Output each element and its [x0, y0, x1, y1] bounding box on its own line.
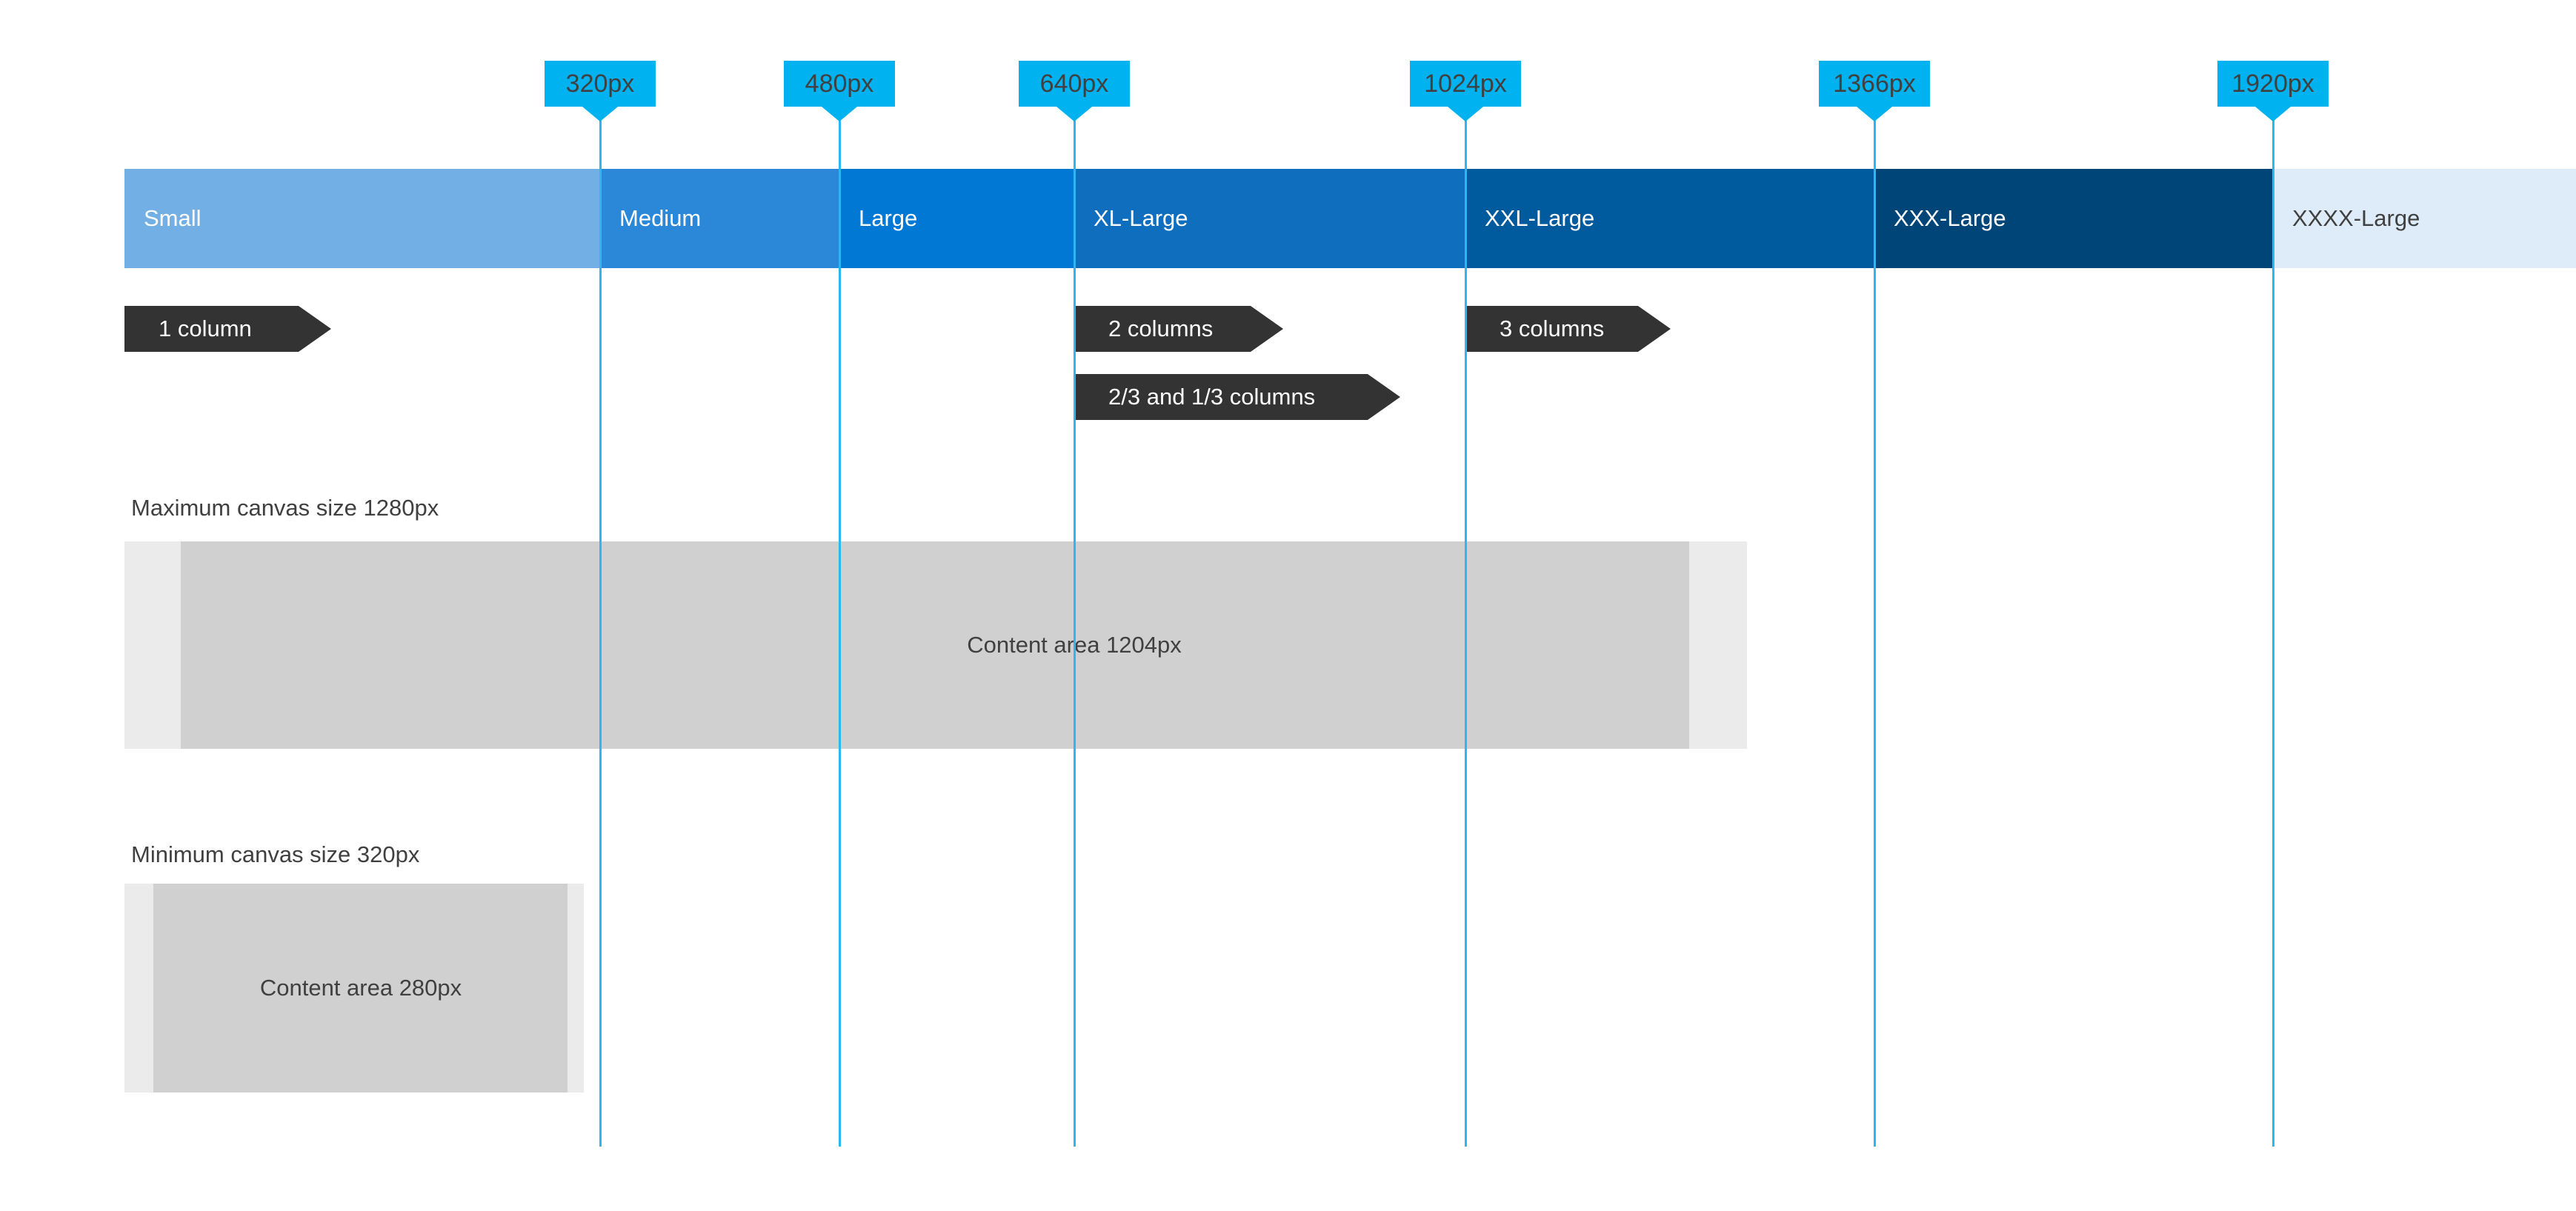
segment-xxxx-large: XXXX-Large — [2273, 169, 2576, 268]
min-canvas-title: Minimum canvas size 320px — [131, 841, 420, 867]
guide-line-1024 — [1464, 111, 1467, 1147]
size-class-bar: Small Medium Large XL-Large XXL-Large XX… — [0, 169, 2576, 268]
segment-label: XL-Large — [1094, 205, 1188, 231]
flag-2-columns: 2 columns — [1074, 306, 1283, 352]
breakpoint-tag-1024: 1024px — [1410, 61, 1521, 121]
segment-xxl-large: XXL-Large — [1465, 169, 1874, 268]
breakpoint-tag-label: 1024px — [1424, 69, 1507, 98]
max-canvas-title: Maximum canvas size 1280px — [131, 495, 439, 521]
segment-small: Small — [124, 169, 600, 268]
segment-large: Large — [839, 169, 1074, 268]
breakpoint-tag-label: 320px — [565, 69, 635, 98]
segment-medium: Medium — [600, 169, 839, 268]
flag-label: 2 columns — [1108, 316, 1214, 341]
guide-line-1920 — [2272, 111, 2274, 1147]
breakpoint-tag-320: 320px — [545, 61, 656, 121]
breakpoint-tag-label: 480px — [805, 69, 874, 98]
tag-pointer-icon — [1056, 107, 1092, 121]
guide-line-480 — [838, 111, 841, 1147]
tag-pointer-icon — [2255, 107, 2291, 121]
segment-label: XXX-Large — [1894, 205, 2006, 231]
breakpoint-tag-1920: 1920px — [2217, 61, 2329, 121]
segment-label: XXXX-Large — [2292, 205, 2420, 231]
breakpoint-tag-label: 640px — [1039, 69, 1109, 98]
flag-label: 1 column — [159, 316, 252, 341]
breakpoint-tag-1366: 1366px — [1819, 61, 1930, 121]
guide-line-640 — [1073, 111, 1076, 1147]
guide-line-1366 — [1873, 111, 1876, 1147]
breakpoint-tag-label: 1366px — [1833, 69, 1916, 98]
flag-3-columns: 3 columns — [1465, 306, 1671, 352]
breakpoint-tag-label: 1920px — [2231, 69, 2314, 98]
min-canvas-content-label: Content area 280px — [259, 975, 462, 1001]
segment-label: Small — [144, 205, 202, 231]
segment-xl-large: XL-Large — [1074, 169, 1465, 268]
flag-label: 2/3 and 1/3 columns — [1108, 384, 1316, 410]
guide-line-320 — [599, 111, 602, 1147]
flag-two-thirds-one-third-columns: 2/3 and 1/3 columns — [1074, 374, 1400, 420]
breakpoint-tag-480: 480px — [784, 61, 895, 121]
segment-label: XXL-Large — [1485, 205, 1595, 231]
segment-xxx-large: XXX-Large — [1874, 169, 2273, 268]
segment-label: Large — [859, 205, 918, 231]
tag-pointer-icon — [1857, 107, 1892, 121]
tag-pointer-icon — [582, 107, 618, 121]
flag-label: 3 columns — [1500, 316, 1605, 341]
min-canvas-content-bar — [153, 884, 568, 1092]
breakpoint-tag-640: 640px — [1019, 61, 1130, 121]
flag-1-column: 1 column — [124, 306, 331, 352]
segment-label: Medium — [619, 205, 702, 231]
tag-pointer-icon — [1448, 107, 1483, 121]
tag-pointer-icon — [822, 107, 857, 121]
max-canvas-content-bar — [181, 541, 1689, 749]
